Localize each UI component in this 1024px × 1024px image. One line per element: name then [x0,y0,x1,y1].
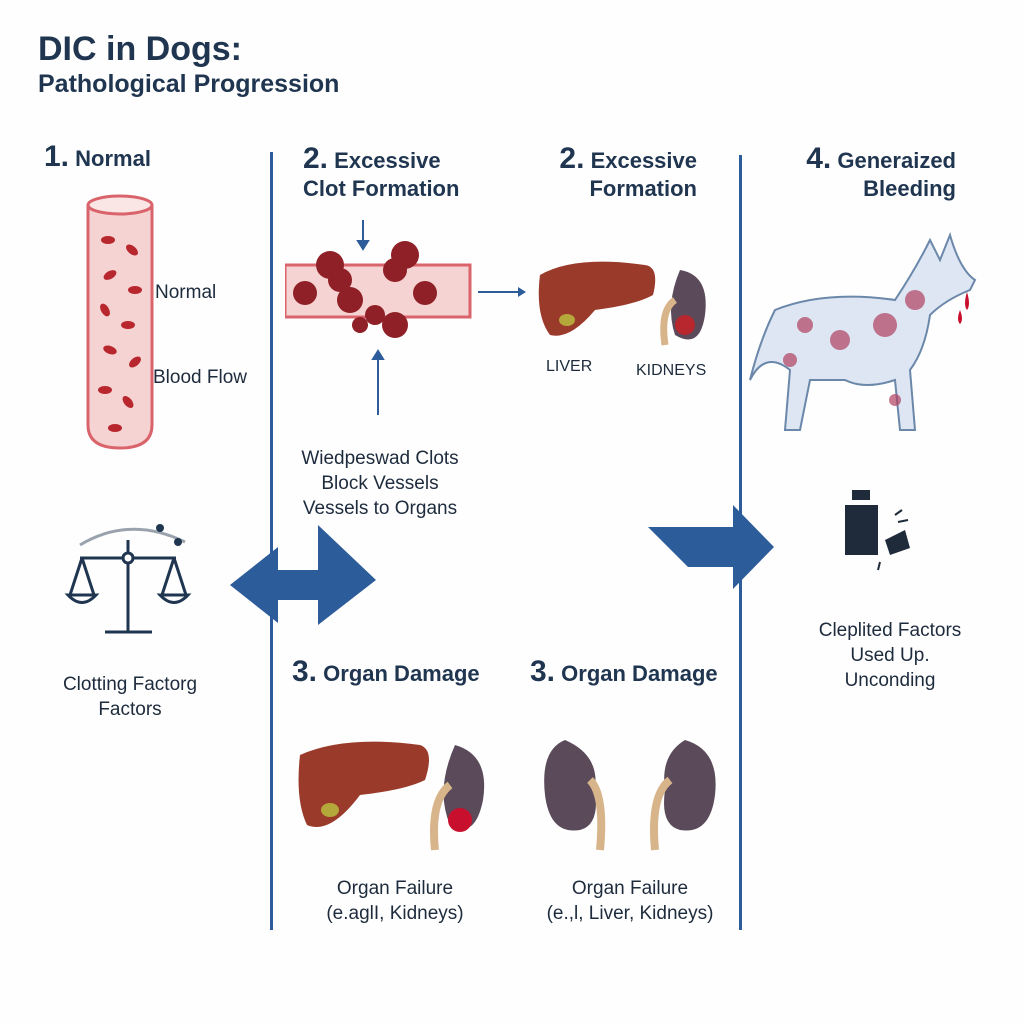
kidneys-label: KIDNEYS [636,362,707,379]
liver-kidney-damage-icon [298,741,485,851]
liver-label: LIVER [546,358,593,375]
progression-arrow-icon [230,525,376,625]
clots-caption: Wiedpeswad Clots Block Vessels Vessels t… [270,446,490,521]
caption-line: Organ Failure [571,878,689,899]
stage-2-heading: 2. Excessive Clot Formation [303,142,460,202]
caption-line: Block Vessels [321,473,439,494]
progression-arrow-right-icon [648,505,774,589]
clotting-factors-caption: Clotting Factorg Factors [30,672,230,722]
depleted-factors-caption: Cleplited Factors Used Up. Unconding [780,618,1000,693]
caption-line: Vessels to Organs [302,498,458,519]
clotted-vessel-icon [285,220,472,415]
caption-line: Cleplited Factors [818,620,962,641]
caption-line: Clotting Factorg [62,674,198,695]
page-title: DIC in Dogs: [38,30,242,68]
caption-line: Wiedpeswad Clots [301,448,459,469]
caption-line: (e.aglI, Kidneys) [326,903,464,924]
kidneys-damage-icon [544,740,716,851]
dog-bleeding-icon [749,231,977,431]
organ-damage-heading: 3. Organ Damage [530,655,718,688]
caption-line: Factors [98,699,162,720]
arrow-right-icon [478,287,526,297]
divider-line [270,152,273,930]
stage-2b-heading: 2. Excessive Formation [559,142,697,202]
caption-line: Unconding [844,670,936,691]
blood-vessel-tube-icon [86,194,154,450]
page-subtitle: Pathological Progression [38,70,340,98]
normal-label: Normal [155,282,217,303]
liver-kidney-icon [538,261,706,346]
caption-line: (e.,l, Liver, Kidneys) [546,903,714,924]
balance-scale-icon [64,524,192,634]
caption-line: Organ Failure [336,878,454,899]
depleted-factors-bottle-icon [845,490,910,571]
stage-4-heading: 4. Generaized Bleeding [806,142,956,202]
organ-failure-caption: Organ Failure (e.aglI, Kidneys) [290,876,500,926]
caption-line: Used Up. [850,645,930,666]
stage-1-heading: 1. Normal [44,140,151,173]
blood-flow-label: Blood Flow [153,367,247,388]
organ-damage-heading: 3. Organ Damage [292,655,480,688]
organ-failure-caption: Organ Failure (e.,l, Liver, Kidneys) [515,876,745,926]
